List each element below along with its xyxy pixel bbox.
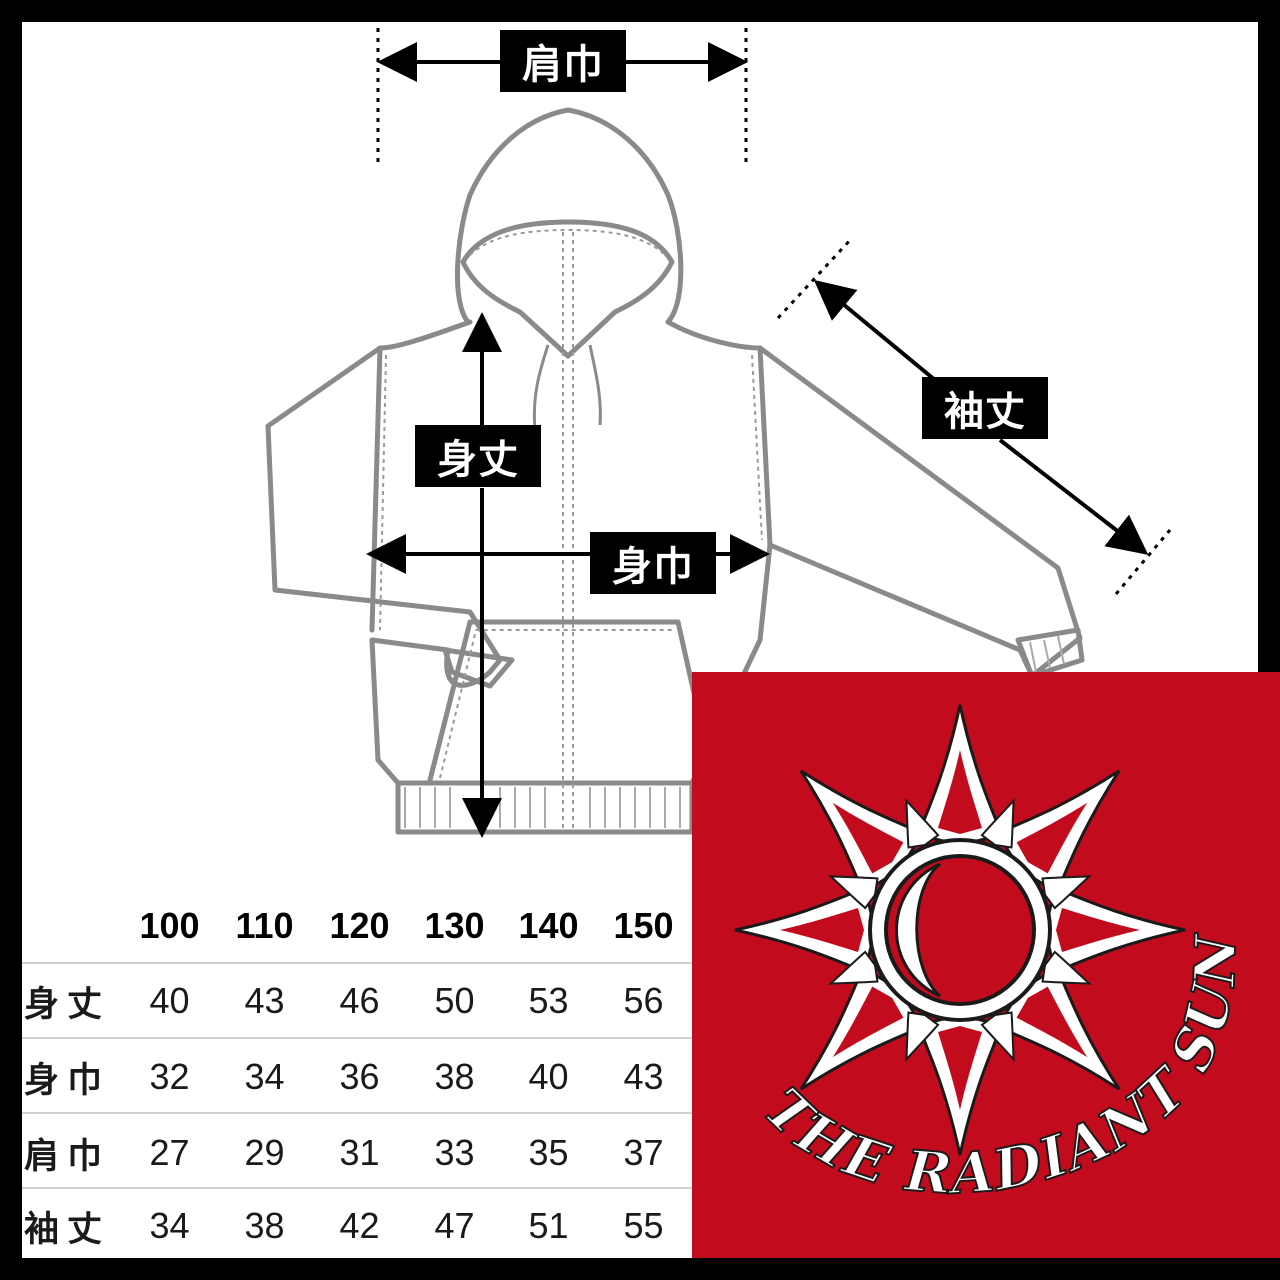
logo-panel: THE RADIANT SUN [692,672,1280,1258]
right-sleeve-inner [757,345,773,548]
table-cell: 37 [623,1132,664,1173]
table-cell: 43 [623,1056,664,1097]
body-outline [265,319,1083,835]
kangaroo-pocket [427,619,703,783]
left-body-stitch [379,354,387,631]
left-sleeve [369,345,383,633]
body-width-label: 身巾 [590,532,716,594]
drawstring-right [588,344,602,426]
left-sleeve-cuff [442,647,515,689]
sleeve-arrow-up [813,279,937,382]
row-label: 袖丈 [24,1209,111,1250]
table-cell: 46 [339,980,380,1021]
size-header: 150 [613,905,674,946]
size-header: 120 [329,905,390,946]
table-cell: 47 [434,1205,475,1246]
sleeve-arrow-down [998,438,1149,555]
size-header: 140 [518,905,579,946]
sleeve-dotted-top [776,236,854,320]
drawstring-left [532,344,550,431]
table-cell: 42 [339,1205,380,1246]
table-cell: 38 [434,1056,475,1097]
table-cell: 38 [244,1205,285,1246]
table-cell: 51 [528,1205,569,1246]
size-header: 110 [235,905,294,946]
shoulder-width-label: 肩巾 [500,30,626,92]
table-cell: 32 [149,1056,190,1097]
right-sleeve-cuff [1015,627,1085,679]
table-divider [22,1187,692,1189]
table-cell: 53 [528,980,569,1021]
table-cell: 34 [244,1056,285,1097]
hood-opening [460,219,675,359]
row-label: 身巾 [24,1060,111,1101]
hood-outline [454,107,684,325]
table-cell: 55 [623,1205,664,1246]
table-cell: 50 [434,980,475,1021]
table-divider [22,1112,692,1114]
hood-stitch [469,228,666,256]
crescent-moon [895,862,942,998]
size-header: 100 [139,905,200,946]
table-cell: 35 [528,1132,569,1173]
pocket-stitch [439,629,672,779]
size-header: 130 [424,905,485,946]
table-divider [22,1037,692,1039]
table-cell: 40 [528,1056,569,1097]
sleeve-dotted-bottom [1114,529,1172,595]
table-cell: 29 [244,1132,285,1173]
table-cell: 34 [149,1205,190,1246]
body-length-label: 身丈 [415,425,541,487]
table-cell: 31 [339,1132,380,1173]
table-cell: 43 [244,980,285,1021]
sleeve-length-label: 袖丈 [922,377,1048,439]
table-cell: 36 [339,1056,380,1097]
table-cell: 33 [434,1132,475,1173]
table-cell: 27 [149,1132,190,1173]
right-body-stitch [751,354,763,541]
row-label: 肩巾 [24,1136,111,1177]
table-cell: 40 [149,980,190,1021]
table-cell: 56 [623,980,664,1021]
radiant-sun-logo: THE RADIANT SUN [734,704,1248,1209]
row-label: 身丈 [24,984,111,1025]
table-divider [22,962,692,964]
